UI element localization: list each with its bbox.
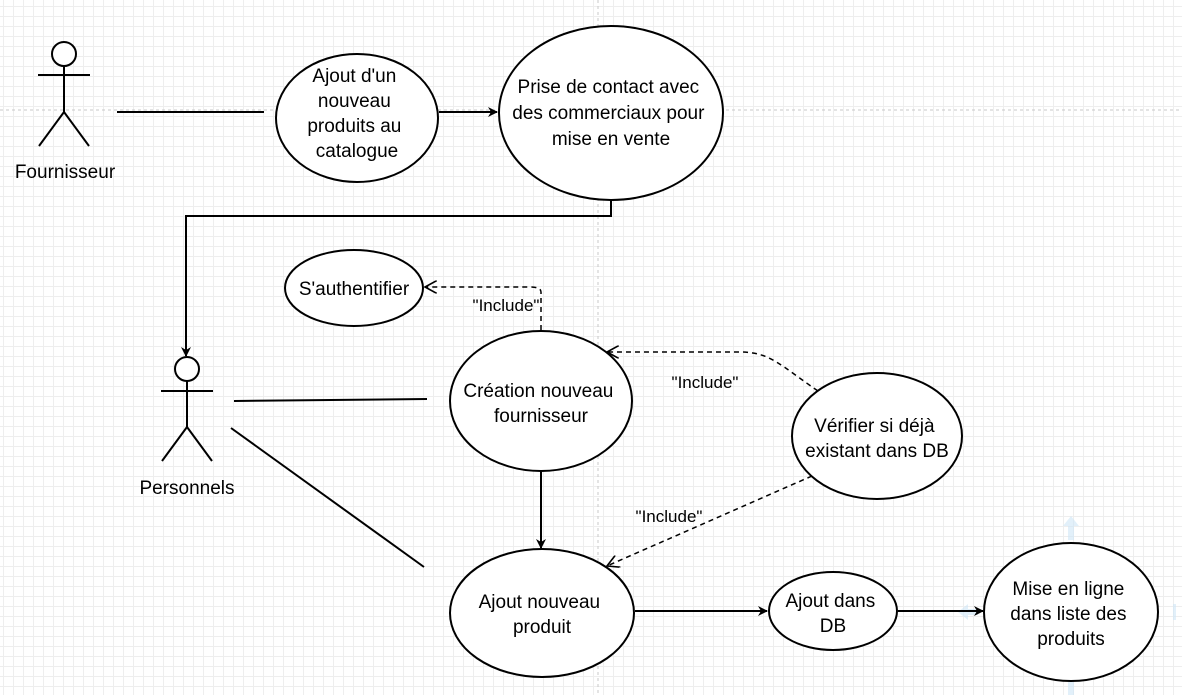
use-case-label: Ajout d'un nouveau produits au catalogue [307,66,406,162]
actor-label: Fournisseur [15,162,116,183]
include-label: "Include" [636,507,703,526]
use-case-label: Mise en ligne dans liste des produits [1010,579,1131,650]
association-personnels-ajout-produit[interactable] [230,427,425,568]
actor-label: Personnels [139,478,234,499]
stick-figure-icon [38,41,90,147]
flow-contact-to-personnels[interactable] [181,200,612,357]
use-case-label: Vérifier si déjà existant dans DB [805,416,949,462]
include-verif-produit-arrow[interactable] [607,475,813,566]
actor-personnels[interactable]: Personnels [139,356,235,499]
include-auth-arrow[interactable] [425,287,542,330]
association-personnels-creation-fournisseur[interactable] [233,398,428,402]
use-case-creation-fournisseur[interactable]: Création nouveau fournisseur [449,330,633,472]
use-case-label: S'authentifier [299,279,410,300]
use-case-label: Ajout nouveau produit [479,592,606,638]
use-case-label: Prise de contact avec des commerciaux po… [512,77,709,150]
actor-fournisseur[interactable]: Fournisseur [15,41,116,183]
use-case-authentifier[interactable]: S'authentifier [284,249,424,327]
use-case-label: Ajout dans DB [785,591,880,637]
include-verif-creation-arrow[interactable] [607,352,819,392]
include-label: "Include" [672,373,739,392]
use-case-ajout-produit-catalogue[interactable]: Ajout d'un nouveau produits au catalogue [275,53,439,183]
use-case-prise-contact[interactable]: Prise de contact avec des commerciaux po… [498,25,724,201]
use-case-label: Création nouveau fournisseur [463,381,618,427]
use-case-ajout-produit[interactable]: Ajout nouveau produit [449,548,635,678]
use-case-verifier-db[interactable]: Vérifier si déjà existant dans DB [791,372,963,500]
use-case-ajout-db[interactable]: Ajout dans DB [768,571,898,651]
use-case-mise-en-ligne[interactable]: Mise en ligne dans liste des produits [983,542,1159,682]
include-label: "Include" [473,296,540,315]
stick-figure-icon [161,356,213,462]
